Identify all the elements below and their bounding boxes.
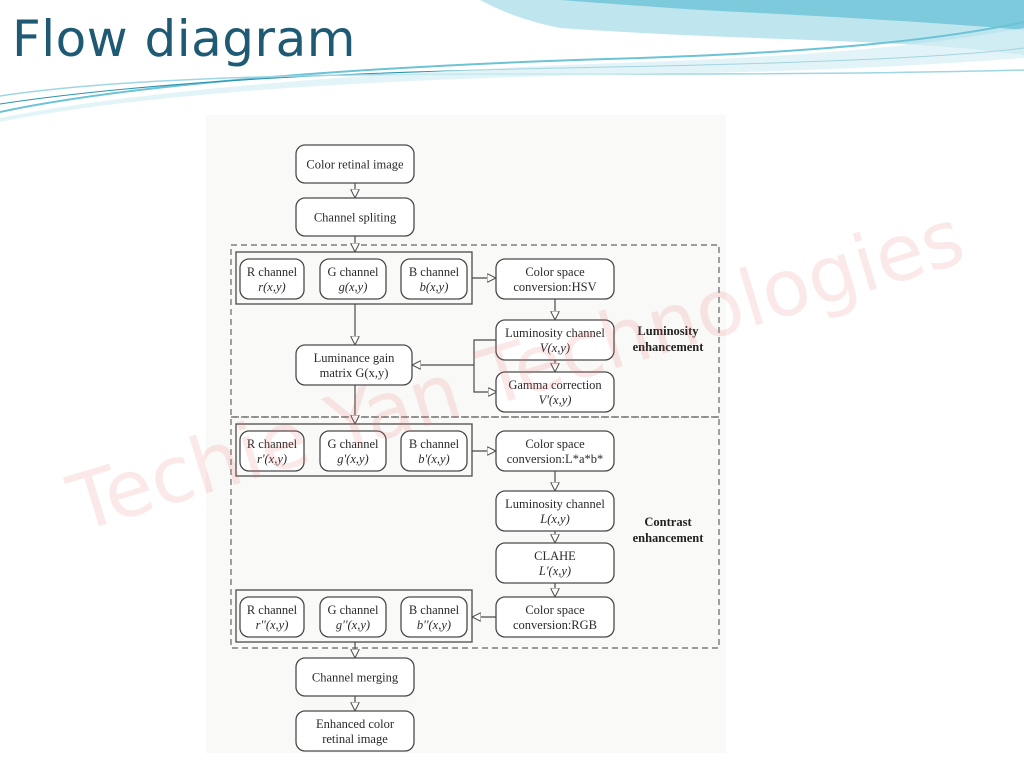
node-text: Channel merging: [312, 671, 399, 685]
node-text: conversion:L*a*b*: [507, 452, 604, 466]
node-text: V'(x,y): [539, 393, 572, 407]
node-text: conversion:HSV: [513, 280, 596, 294]
node-text: R channel: [247, 603, 298, 617]
node-text: Luminosity channel: [505, 326, 605, 340]
header-swoosh-fill: [0, 28, 1024, 122]
node-text: R channel: [247, 437, 298, 451]
region-contrast-enhancement: [230, 416, 720, 649]
node-text: Luminosity channel: [505, 497, 605, 511]
node-text: g'(x,y): [337, 452, 368, 466]
node-text: conversion:RGB: [513, 618, 597, 632]
node-text: G channel: [327, 437, 379, 451]
node-text: V(x,y): [540, 341, 570, 355]
node-text: CLAHE: [534, 549, 576, 563]
node-text: r''(x,y): [256, 618, 289, 632]
node-text: b''(x,y): [417, 618, 451, 632]
node-text: b'(x,y): [418, 452, 449, 466]
header-swoosh-line-1: [0, 21, 1024, 113]
node-channel-merging: Channel merging: [295, 657, 415, 697]
node-text: r(x,y): [258, 280, 285, 294]
node-text: Channel spliting: [314, 211, 397, 225]
node-text: matrix G(x,y): [320, 366, 389, 380]
node-text: B channel: [409, 265, 460, 279]
node-text: Color space: [525, 437, 585, 451]
node-text: L'(x,y): [538, 564, 571, 578]
node-text: B channel: [409, 437, 460, 451]
node-text: g(x,y): [339, 280, 368, 294]
node-text: retinal image: [322, 732, 388, 746]
node-text: G channel: [327, 265, 379, 279]
node-channel-spliting: Channel spliting: [295, 197, 415, 237]
node-text: Color space: [525, 603, 585, 617]
node-text: Gamma correction: [508, 378, 602, 392]
node-text: L(x,y): [539, 512, 570, 526]
node-text: Luminance gain: [314, 351, 396, 365]
node-text: G channel: [327, 603, 379, 617]
node-text: R channel: [247, 265, 298, 279]
node-text: Color space: [525, 265, 585, 279]
node-color-retinal-image: Color retinal image: [295, 144, 415, 184]
flow-arrow: [473, 339, 496, 392]
node-text: r'(x,y): [257, 452, 287, 466]
node-text: b(x,y): [420, 280, 449, 294]
rgb-group-3: [235, 589, 473, 643]
node-text: B channel: [409, 603, 460, 617]
node-text: g''(x,y): [336, 618, 370, 632]
rgb-group-2: [235, 423, 473, 477]
header-swoosh-mid: [560, 0, 1024, 30]
node-text: Color retinal image: [306, 158, 404, 172]
slide-title: Flow diagram: [12, 10, 356, 68]
node-text: Enhanced color: [316, 717, 395, 731]
